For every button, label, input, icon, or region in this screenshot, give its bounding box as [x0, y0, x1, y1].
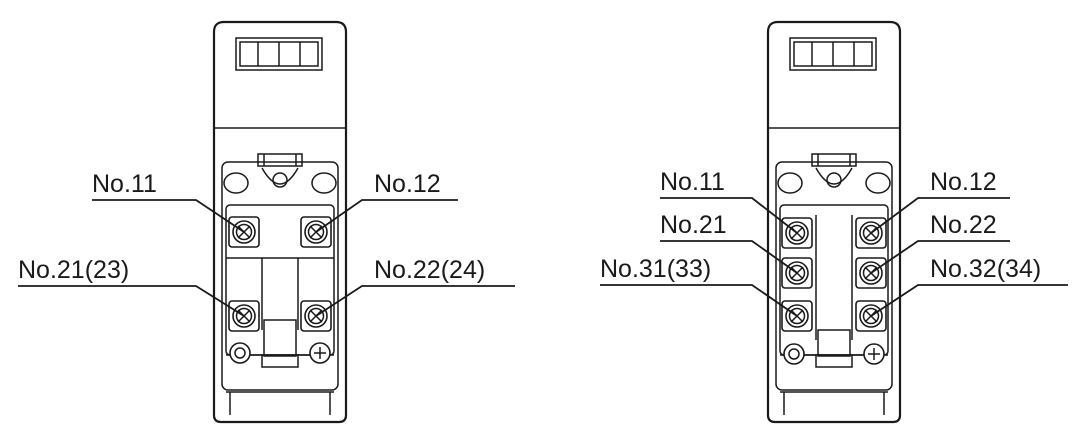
switch-left: No.11 No.12 No.21(23) No.22(24)	[18, 20, 515, 424]
terminal-label: No.12	[374, 170, 441, 198]
switch-right: No.11 No.12 No.21 No.22 No.31(33) No.32(…	[600, 20, 1068, 424]
terminal-label: No.11	[660, 168, 725, 196]
terminal-label: No.32(34)	[930, 255, 1041, 283]
terminal-label: No.22(24)	[374, 256, 485, 284]
ground-screw-icon	[229, 342, 251, 364]
terminal-label: No.22	[930, 211, 997, 239]
terminal-label: No.21	[660, 211, 727, 239]
cross-screw-icon	[863, 343, 885, 365]
terminal-label: No.11	[92, 170, 157, 198]
ground-screw-icon	[783, 343, 805, 365]
cross-screw-icon	[309, 342, 331, 364]
terminal-label: No.21(23)	[18, 256, 129, 284]
terminal-label: No.31(33)	[600, 255, 711, 283]
terminal-label: No.12	[930, 168, 997, 196]
